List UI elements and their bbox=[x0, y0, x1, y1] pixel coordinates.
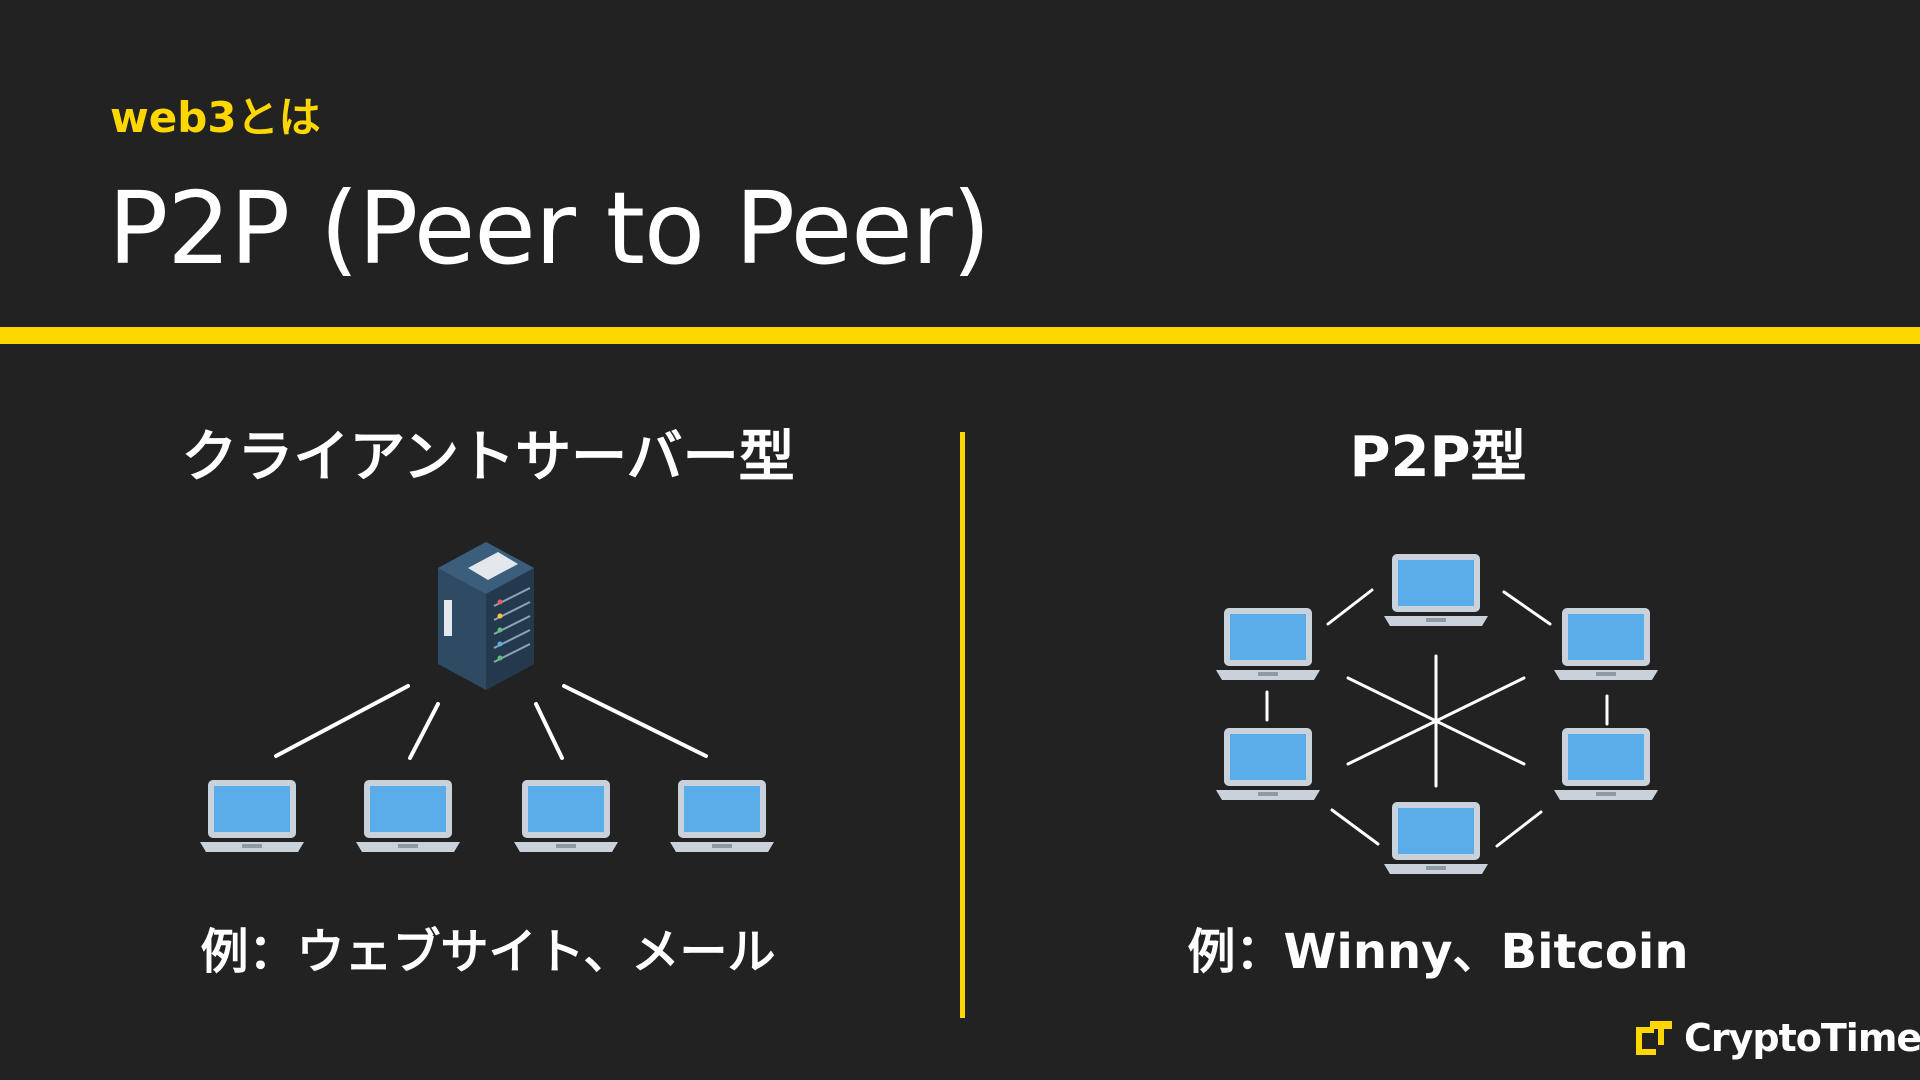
link-line bbox=[1330, 808, 1380, 846]
laptop-icon bbox=[1216, 728, 1320, 800]
laptop-icon bbox=[200, 780, 304, 852]
link-line bbox=[408, 702, 440, 760]
link-line bbox=[1326, 588, 1374, 626]
link-line bbox=[562, 684, 708, 758]
server-rack-icon bbox=[437, 541, 535, 691]
kicker-text: web3とは bbox=[110, 93, 321, 142]
accent-rule bbox=[0, 327, 1920, 344]
laptop-icon bbox=[1554, 728, 1658, 800]
laptop-icon bbox=[1384, 802, 1488, 874]
link-line bbox=[1346, 676, 1526, 766]
client-server-heading: クライアントサーバー型 bbox=[181, 425, 795, 490]
laptop-icon bbox=[1554, 608, 1658, 680]
link-line bbox=[274, 684, 410, 758]
brand-logo: CryptoTimes bbox=[1634, 1016, 1920, 1060]
link-line bbox=[1502, 590, 1552, 626]
p2p-heading: P2P型 bbox=[1349, 425, 1527, 490]
brand-name: CryptoTimes bbox=[1684, 1016, 1920, 1060]
laptop-icon bbox=[514, 780, 618, 852]
p2p-diagram bbox=[1216, 554, 1658, 874]
client-server-example: 例：ウェブサイト、メール bbox=[200, 924, 776, 980]
laptop-icon bbox=[1216, 608, 1320, 680]
link-line bbox=[1495, 810, 1543, 848]
laptop-icon bbox=[356, 780, 460, 852]
laptop-icon bbox=[670, 780, 774, 852]
client-server-links bbox=[274, 684, 708, 760]
client-server-diagram bbox=[200, 541, 774, 852]
p2p-links bbox=[1265, 588, 1609, 848]
link-line bbox=[534, 702, 564, 760]
cryptotimes-logo-icon bbox=[1636, 1021, 1672, 1055]
column-divider bbox=[960, 432, 965, 1018]
laptop-icon bbox=[1384, 554, 1488, 626]
page-title: P2P (Peer to Peer) bbox=[108, 170, 991, 287]
p2p-example: 例：Winny、Bitcoin bbox=[1187, 924, 1689, 980]
